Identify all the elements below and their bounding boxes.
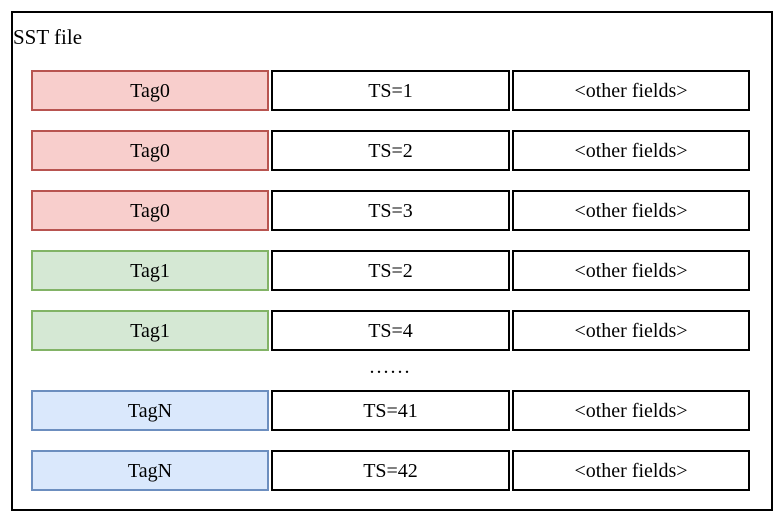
record-row: Tag0 TS=3 <other fields> [31,190,750,231]
tag-cell: Tag0 [31,70,269,111]
tag-cell: Tag1 [31,250,269,291]
tag-cell: TagN [31,450,269,491]
tag-cell: TagN [31,390,269,431]
tag-cell: Tag0 [31,190,269,231]
timestamp-cell: TS=2 [271,250,510,291]
diagram-title: SST file [13,25,83,49]
record-row: Tag0 TS=2 <other fields> [31,130,750,171]
other-fields-cell: <other fields> [512,250,750,291]
other-fields-cell: <other fields> [512,390,750,431]
timestamp-cell: TS=3 [271,190,510,231]
timestamp-cell: TS=4 [271,310,510,351]
other-fields-cell: <other fields> [512,450,750,491]
record-row: Tag1 TS=4 <other fields> [31,310,750,351]
timestamp-cell: TS=1 [271,70,510,111]
record-row: TagN TS=42 <other fields> [31,450,750,491]
timestamp-cell: TS=2 [271,130,510,171]
other-fields-cell: <other fields> [512,130,750,171]
timestamp-cell: TS=41 [271,390,510,431]
timestamp-cell: TS=42 [271,450,510,491]
other-fields-cell: <other fields> [512,190,750,231]
other-fields-cell: <other fields> [512,70,750,111]
tag-cell: Tag0 [31,130,269,171]
other-fields-cell: <other fields> [512,310,750,351]
tag-cell: Tag1 [31,310,269,351]
record-row: TagN TS=41 <other fields> [31,390,750,431]
record-row: Tag0 TS=1 <other fields> [31,70,750,111]
record-row: Tag1 TS=2 <other fields> [31,250,750,291]
ellipsis-text: ...... [369,355,412,378]
